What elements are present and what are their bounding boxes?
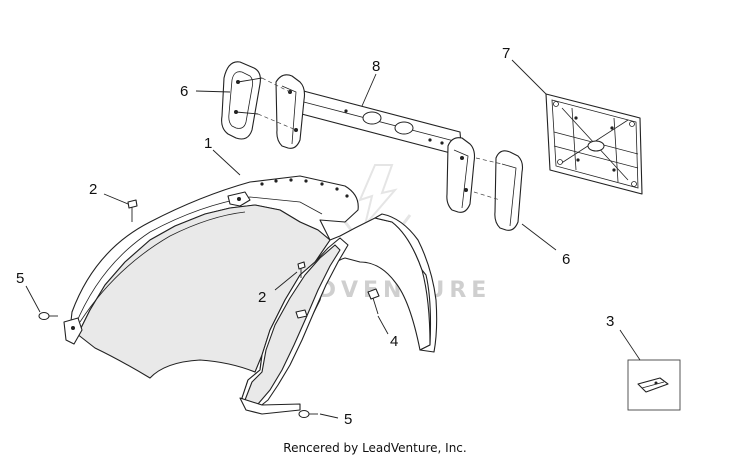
callout-1: 1 xyxy=(204,135,212,152)
leader-line-7 xyxy=(511,59,547,95)
guide-line xyxy=(473,191,501,201)
footer-credit: Rencered by LeadVenture, Inc. xyxy=(283,441,466,455)
leader-line-6a xyxy=(195,90,231,93)
callout-2-upper: 2 xyxy=(89,181,97,198)
bolt-4 xyxy=(367,288,380,315)
callout-6-lower: 6 xyxy=(562,251,570,268)
spacer-left xyxy=(275,74,306,149)
leader-line-8 xyxy=(361,73,377,107)
callout-7: 7 xyxy=(502,45,510,62)
callout-6-upper: 6 xyxy=(180,83,188,100)
screw-5-left xyxy=(38,312,58,320)
callout-5-bottom: 5 xyxy=(344,411,352,428)
guide-line xyxy=(475,157,503,165)
leader-line-3 xyxy=(619,329,641,361)
guide-line xyxy=(261,77,291,93)
screw-5-bottom xyxy=(298,410,318,418)
license-bracket xyxy=(291,87,463,157)
clip-inset xyxy=(627,359,681,411)
leader-line-2b xyxy=(274,271,298,291)
callout-8: 8 xyxy=(372,58,380,75)
leader-line-6b xyxy=(521,223,557,251)
rubber-pad-with-studs xyxy=(221,61,263,140)
leader-line-5b xyxy=(319,413,339,419)
leader-line-4 xyxy=(377,315,389,335)
leader-line-5a xyxy=(25,285,41,313)
spacer-right xyxy=(446,137,476,213)
callout-5-left: 5 xyxy=(16,270,24,287)
callout-3: 3 xyxy=(606,313,614,330)
front-fender xyxy=(63,175,438,415)
screw-2-lower xyxy=(297,261,306,278)
license-plate-backing xyxy=(545,93,643,195)
screw-2-upper xyxy=(127,199,138,222)
rubber-pad-right xyxy=(494,150,524,231)
callout-4: 4 xyxy=(390,333,398,350)
fender-mount-holes xyxy=(260,178,349,198)
leader-line-1 xyxy=(212,149,241,176)
leader-line-2a xyxy=(103,193,129,205)
callout-2-lower: 2 xyxy=(258,289,266,306)
